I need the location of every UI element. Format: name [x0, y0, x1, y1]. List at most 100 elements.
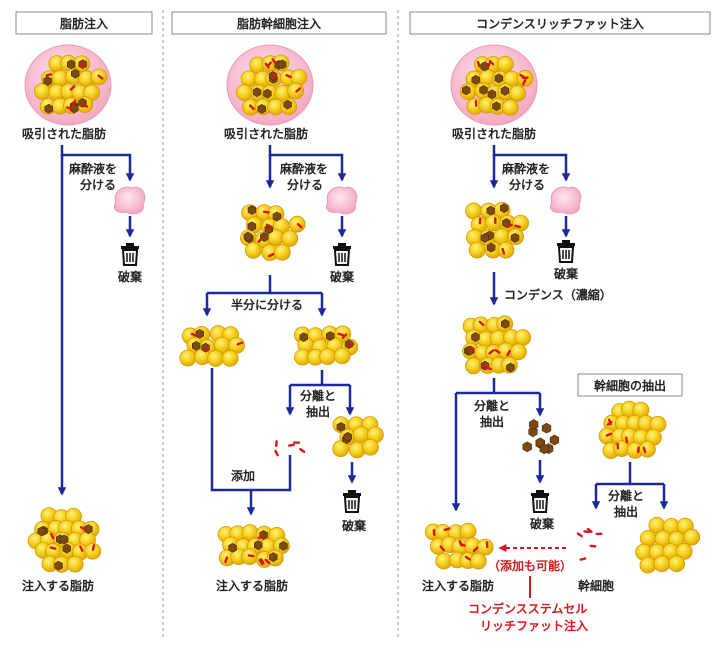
stem-cell — [269, 552, 278, 562]
stem-cell — [541, 422, 552, 434]
injected-fat-label: 注入する脂肪 — [216, 578, 288, 593]
blood-cell — [49, 546, 57, 550]
blood-cell — [506, 349, 511, 357]
separate-anesthetic-label-2: 分ける — [287, 177, 323, 192]
stem-cell-extraction-label: 幹細胞の抽出 — [594, 378, 666, 393]
blood-cell — [605, 432, 613, 437]
optional-add-label: （添加も可能） — [488, 558, 572, 573]
blood-cell — [262, 210, 270, 214]
stem-cell — [549, 434, 560, 446]
fat-cell — [221, 349, 239, 367]
blood-cell — [485, 541, 489, 549]
fat-cell — [319, 348, 336, 365]
fat-cell — [281, 230, 299, 247]
stem-cell — [480, 233, 490, 243]
blood-cell — [295, 87, 302, 93]
blood-cell — [267, 252, 275, 258]
result-label-2: リッチファット注入 — [480, 618, 588, 633]
fat-cell — [514, 329, 532, 346]
stem-cell — [67, 59, 76, 70]
blood-cell — [66, 106, 73, 111]
add-label: 添加 — [231, 468, 255, 483]
header-stem-cell-injection: 脂肪幹細胞注入 — [171, 11, 387, 35]
stem-cell — [277, 59, 287, 70]
separate-extract-label-2: 抽出 — [480, 414, 504, 429]
blood-cell — [522, 78, 527, 86]
stem-cell — [254, 540, 263, 551]
blood-cell — [579, 557, 587, 561]
fat-cell — [638, 440, 656, 458]
blood-cell — [79, 545, 84, 552]
blood-cell — [72, 99, 77, 107]
stem-cell — [247, 205, 257, 215]
blood-cell — [478, 217, 482, 225]
blood-cell — [472, 546, 479, 553]
blood-cell — [488, 349, 495, 355]
injected-fat-image — [27, 507, 102, 573]
blood-cell — [203, 347, 210, 352]
trash-icon — [557, 240, 575, 263]
blood-cell — [271, 58, 277, 65]
blood-cell — [80, 60, 84, 68]
stem-cell — [43, 76, 52, 86]
fat-cell — [497, 241, 515, 259]
injected-fat-label: 注入する脂肪 — [22, 578, 94, 593]
blood-cell — [45, 73, 53, 77]
separate-anesthetic-label-2: 分ける — [509, 177, 545, 192]
blood-cell — [443, 527, 451, 532]
fat-cell — [496, 55, 514, 73]
stem-cell — [486, 205, 495, 216]
stem-cell — [539, 443, 549, 455]
blood-cell — [97, 74, 104, 80]
stem-cell — [268, 71, 278, 81]
blood-cell — [257, 237, 263, 243]
half-fat-image — [294, 325, 359, 366]
discard-label: 破棄 — [342, 518, 367, 533]
stem-cells-image — [522, 419, 560, 455]
stem-cell — [492, 101, 501, 112]
stem-cell — [494, 73, 503, 84]
blood-cell — [432, 529, 436, 537]
aspirated-fat-image — [450, 44, 538, 126]
fat-cell — [459, 522, 477, 540]
blood-cell — [248, 104, 255, 110]
blood-cell — [91, 544, 96, 551]
anesthetic-fluid-blob — [113, 186, 146, 215]
stem-cell — [500, 85, 510, 96]
stem-cell — [247, 221, 257, 232]
stem-cell — [84, 524, 93, 534]
fat-cell — [639, 556, 657, 574]
blood-cell — [606, 420, 613, 426]
aspirated-fat-label: 吸引された脂肪 — [224, 126, 308, 141]
separate-anesthetic-label-2: 分ける — [80, 177, 116, 192]
injected-fat-label: 注入する脂肪 — [422, 578, 494, 593]
discard-label: 破棄 — [530, 516, 555, 531]
fat-cell — [509, 84, 526, 102]
blood-cell — [521, 76, 529, 80]
blood-cell — [636, 446, 640, 454]
fat-cell — [66, 555, 84, 573]
stem-cells-red-image — [576, 527, 603, 561]
result-label-1: コンデンスステムセル — [468, 601, 587, 616]
separate-extract-label-1: 分離と — [300, 388, 336, 403]
separated-fat-image — [465, 201, 529, 259]
separate-extract-label-1: 分離と — [474, 398, 510, 413]
fat-cell — [675, 542, 693, 560]
stem-cell — [62, 543, 71, 554]
blood-cell — [236, 341, 244, 346]
aspirated-fat-label: 吸引された脂肪 — [452, 126, 536, 141]
blood-cell — [275, 440, 278, 448]
blood-cell — [69, 85, 76, 91]
blood-cell — [296, 223, 303, 229]
discard-label: 破棄 — [118, 269, 143, 284]
blood-cell — [337, 332, 345, 337]
blood-cell — [347, 342, 355, 347]
pure-fat-image — [635, 516, 701, 574]
stem-cell — [37, 526, 46, 537]
aspirated-fat-image — [226, 44, 314, 126]
injected-fat-image — [424, 522, 494, 570]
blood-cell — [469, 346, 475, 353]
fat-cell — [485, 214, 502, 232]
